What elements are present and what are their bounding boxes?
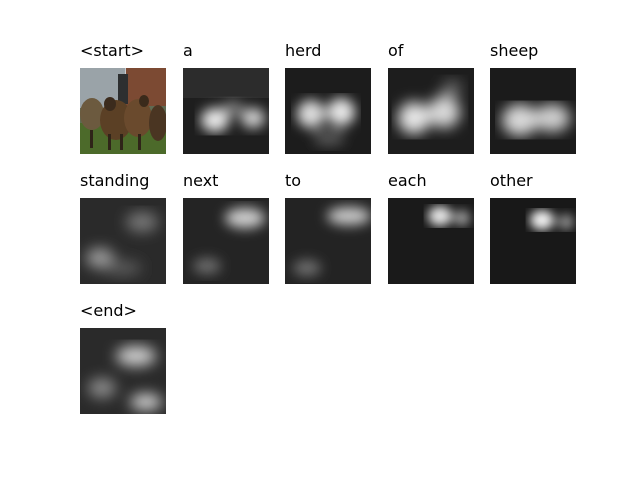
attention-map: [80, 198, 166, 284]
token-label: to: [285, 171, 302, 190]
token-label: <end>: [80, 301, 137, 320]
token-label: a: [183, 41, 193, 60]
token-label: of: [388, 41, 404, 60]
attention-map: [388, 198, 474, 284]
token-label: standing: [80, 171, 150, 190]
attention-map: [285, 68, 371, 154]
attention-map: [388, 68, 474, 154]
attention-map: [183, 198, 269, 284]
attention-map: [80, 328, 166, 414]
attention-map: [285, 198, 371, 284]
attention-map: [490, 68, 576, 154]
token-label: sheep: [490, 41, 539, 60]
attention-map: [490, 198, 576, 284]
source-image: [80, 68, 166, 154]
token-label: each: [388, 171, 427, 190]
token-label: next: [183, 171, 219, 190]
sheep-photo: [80, 68, 166, 154]
token-label: <start>: [80, 41, 145, 60]
token-label: other: [490, 171, 533, 190]
attention-map: [183, 68, 269, 154]
token-label: herd: [285, 41, 322, 60]
